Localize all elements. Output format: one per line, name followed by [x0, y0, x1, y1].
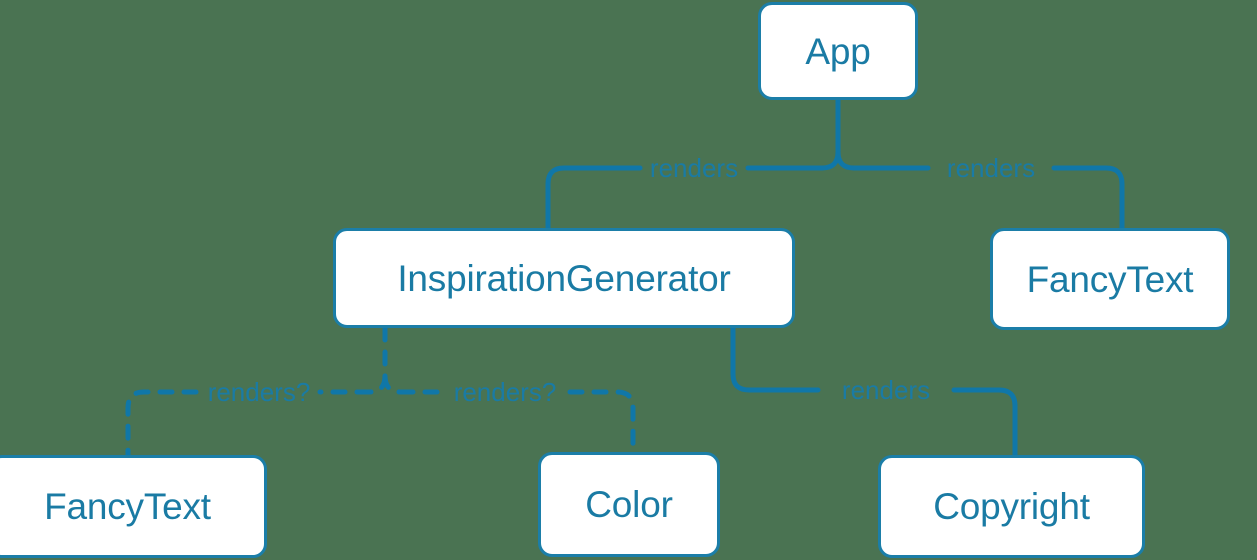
node-inspiration-generator[interactable]: InspirationGenerator — [333, 228, 795, 328]
edge-inspiration-to-fancytext-bot — [125, 389, 372, 458]
edge-inspiration-to-color — [398, 389, 636, 455]
node-app-label: App — [805, 30, 871, 72]
edge-app-stem-right — [835, 149, 857, 171]
edge-app-stem — [819, 97, 841, 171]
edge-inspiration-dashed-stem-right — [382, 373, 404, 395]
edge-label-inspiration-to-color: renders? — [453, 377, 557, 407]
edge-label-inspiration-to-copyright: renders — [841, 375, 931, 405]
node-copyright-label: Copyright — [933, 486, 1090, 527]
node-fancytext-top[interactable]: FancyText — [990, 228, 1230, 330]
edge-label-app-to-fancytext: renders — [946, 153, 1036, 183]
node-color[interactable]: Color — [538, 452, 720, 557]
edge-inspiration-dashed-stem — [366, 325, 388, 395]
edge-inspiration-to-copyright-tail — [951, 387, 1018, 458]
edge-inspiration-to-copyright — [730, 325, 821, 393]
node-inspiration-generator-label: InspirationGenerator — [397, 257, 731, 299]
edge-label-app-to-inspiration: renders — [649, 153, 739, 183]
node-copyright[interactable]: Copyright — [878, 455, 1145, 558]
node-app[interactable]: App — [758, 2, 918, 100]
edge-app-to-fancytext-right — [1051, 165, 1125, 231]
node-color-label: Color — [585, 484, 673, 525]
node-fancytext-bottom-label: FancyText — [44, 486, 211, 527]
node-fancytext-bottom[interactable]: FancyText — [0, 455, 267, 558]
edge-app-to-inspiration-right — [545, 165, 643, 231]
node-fancytext-top-label: FancyText — [1026, 258, 1194, 300]
edge-label-inspiration-to-fancytext: renders? — [207, 377, 311, 407]
